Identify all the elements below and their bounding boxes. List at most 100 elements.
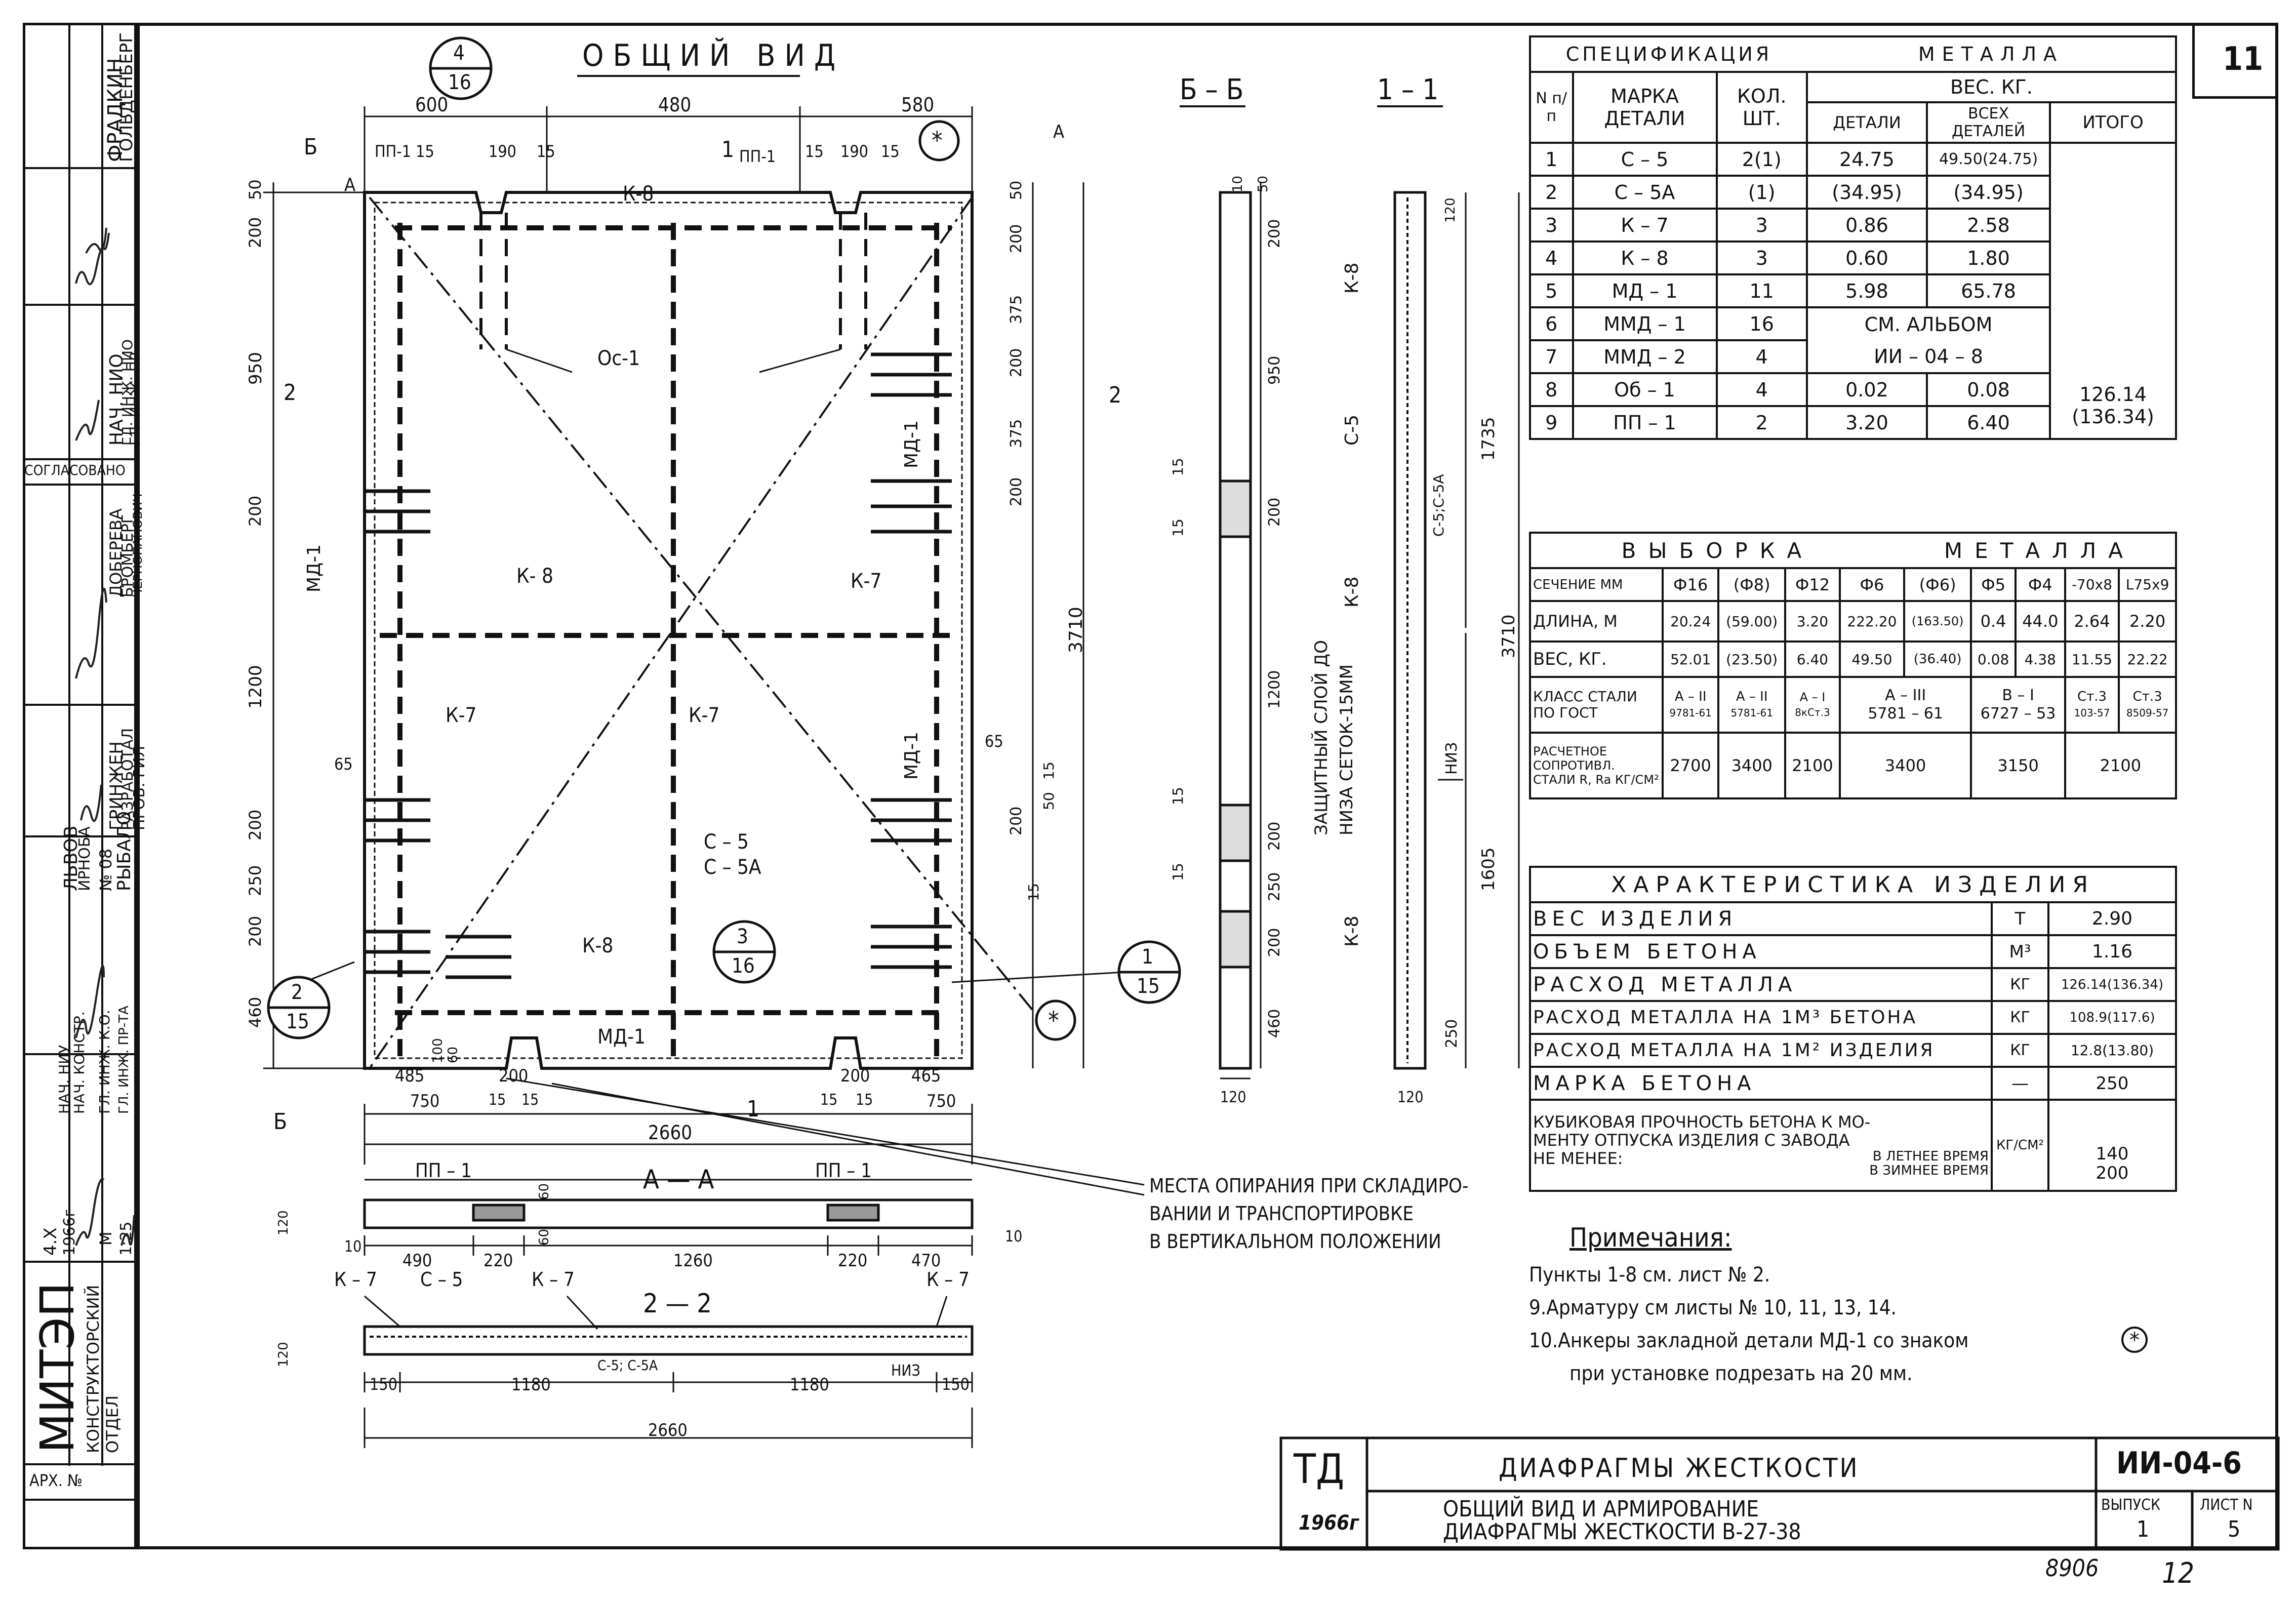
star-mark-circle: * (2121, 1327, 2148, 1353)
dim: 15 (1170, 787, 1186, 805)
section-mark: 1 (747, 1096, 760, 1122)
pp-dim: ПП-1 15 (375, 142, 434, 161)
char-summer: В ЛЕТНЕЕ ВРЕМЯ (1872, 1149, 1989, 1164)
protective-layer-note: ЗАЩИТНЫЙ СЛОЙ ДО (1311, 640, 1332, 835)
dim: 120 (1220, 1089, 1246, 1106)
sheet-number-box (2192, 23, 2278, 99)
spec-cell: К – 8 (1572, 241, 1718, 275)
metal-cell: 49.50 (1838, 640, 1905, 678)
spec-cell: 7 (1529, 339, 1574, 374)
metal-col: Ф6 (1838, 567, 1905, 602)
dim: 120 (276, 1210, 291, 1235)
spec-col-weight: ВЕС. КГ. (1805, 71, 2178, 103)
niz-label: НИЗ (891, 1362, 920, 1380)
metal-row-label: КЛАСС СТАЛИ ПО ГОСТ (1529, 676, 1664, 734)
note-item: Пункты 1-8 см. лист № 2. (1529, 1263, 1770, 1287)
spec-total-cell: 126.14(136.34) (2049, 142, 2177, 440)
metal-class: А – I (1799, 690, 1826, 704)
metal-cell: 6.40 (1784, 640, 1841, 678)
anchor-bars (365, 352, 952, 979)
dim: 1180 (790, 1375, 829, 1395)
dim-total: 2660 (648, 1420, 688, 1440)
dim: 1200 (1266, 670, 1283, 709)
rebar-label: К-7 (851, 570, 882, 593)
general-view-outline (363, 191, 974, 1070)
metal-row-label: ВЕС, КГ. (1529, 640, 1664, 678)
rebar-label: К- 8 (516, 565, 553, 588)
section-mark: Б (304, 134, 318, 160)
metal-table: ВЫБОРКА МЕТАЛЛА СЕЧЕНИЕ ММ Ф16 (Ф8) Ф12 … (1529, 532, 2178, 799)
dim: 1735 (1478, 417, 1499, 461)
char-strength-min: НЕ МЕНЕЕ: (1533, 1149, 1623, 1168)
handwritten-number: 8906 (2045, 1554, 2099, 1582)
dim-top: 480 (658, 94, 692, 116)
dim-bottom: 15 (521, 1091, 539, 1109)
metal-class: А – III (1885, 687, 1926, 704)
callout-circles (267, 36, 1181, 1041)
dim: 1605 (1478, 847, 1499, 891)
spec-cell: 2 (1715, 405, 1808, 440)
spec-cell: 8 (1529, 372, 1574, 407)
char-unit: КГ (1991, 967, 2049, 1002)
dim: 200 (1266, 497, 1283, 527)
dim-left: 200 (246, 495, 265, 527)
spec-cell: (1) (1715, 175, 1808, 210)
section-mark: 1 (721, 137, 735, 163)
char-unit: КГ/СМ² (1991, 1099, 2049, 1192)
metal-cell: 2.64 (2064, 600, 2120, 643)
char-label: МАРКА БЕТОНА (1529, 1066, 1993, 1101)
rebar-label: К-8 (582, 934, 614, 957)
dim-small: 100 (430, 1038, 446, 1063)
metal-class-gost: 103-57 (2074, 707, 2110, 719)
dim-bottom: 750 (410, 1091, 440, 1111)
metal-col: (Ф8) (1717, 567, 1787, 602)
pp-dim: 15 (805, 142, 824, 161)
dim-bottom: 750 (927, 1091, 956, 1111)
metal-cell: (23.50) (1717, 640, 1787, 678)
metal-cell: 0.4 (1970, 600, 2017, 643)
rebar-label: МД-1 (597, 1025, 646, 1049)
pp-dim: 15 (537, 142, 555, 161)
metal-col: Ф16 (1661, 567, 1720, 602)
dim-left: 200 (246, 809, 265, 840)
dim: 15 (1170, 863, 1186, 881)
spec-cell: 5 (1529, 273, 1574, 308)
section-aa-outline (363, 1198, 974, 1256)
rebar-label: К-7 (446, 704, 477, 727)
dim: 120 (1443, 197, 1458, 223)
title-block-desc: ДИАФРАГМЫ ЖЕСТКОСТИ В-27-38 (1443, 1519, 1801, 1545)
metal-cell: 3400 (1717, 732, 1787, 799)
dim: 1260 (673, 1251, 713, 1271)
dim: 60 (537, 1183, 552, 1200)
callout-num: 2 (291, 981, 303, 1004)
spec-cell: (34.95) (1925, 175, 2051, 210)
dim-bottom: 200 (840, 1066, 870, 1086)
star-mark: * (2128, 1329, 2141, 1352)
metal-col: Ф12 (1784, 567, 1841, 602)
char-value: 140 200 (2047, 1099, 2177, 1192)
stamp-archive: АРХ. № (29, 1471, 83, 1490)
spec-cell: 4 (1715, 339, 1808, 374)
metal-cell: 2100 (2064, 732, 2178, 799)
spec-cell: С – 5А (1572, 175, 1718, 210)
dim-bottom: 485 (395, 1066, 425, 1086)
dim: 3710 (1499, 614, 1519, 658)
char-value: 108.9(117.6) (2047, 1000, 2177, 1035)
dim: 10 (344, 1238, 362, 1256)
dim: 120 (276, 1342, 291, 1367)
metal-col: (Ф6) (1903, 567, 1972, 602)
spec-cell: 9 (1529, 405, 1574, 440)
metal-cell: 3150 (1970, 732, 2066, 799)
niz-label: НИЗ (1443, 742, 1461, 775)
spec-cell: 4 (1715, 372, 1808, 407)
metal-col: Ф5 (1970, 567, 2017, 602)
dim-right: 200 (1008, 348, 1025, 377)
char-value: 12.8(13.80) (2047, 1033, 2177, 1068)
dim: 15 (1170, 518, 1186, 537)
metal-row-label: РАСЧЕТНОЕ СОПРОТИВЛ. СТАЛИ R, Ra КГ/СМ² (1529, 732, 1664, 799)
spec-cell: 11 (1715, 273, 1808, 308)
general-view-title: ОБЩИЙ ВИД (582, 38, 845, 73)
spec-cell: 49.50(24.75) (1925, 142, 2051, 177)
